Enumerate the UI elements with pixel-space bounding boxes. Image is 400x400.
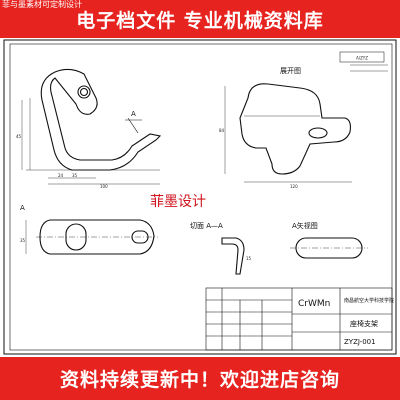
main-view-dimensions (21, 98, 160, 185)
unfold-view (239, 83, 351, 175)
dim-120: 120 (290, 184, 298, 189)
main-view (40, 68, 162, 171)
view-a-marker: A (131, 110, 136, 118)
a-arrow-view (290, 237, 368, 259)
drawing-sheet: A/ZYZ A 35 24 100 45 展开图 (0, 38, 400, 357)
corner-code-box (339, 51, 385, 63)
unfold-view-label: 展开图 (280, 67, 301, 75)
inner-border (9, 43, 393, 351)
school-text: 南昌航空大学科技学院 (344, 297, 394, 304)
dim-100: 100 (100, 184, 108, 189)
dim-15: 15 (246, 256, 252, 261)
corner-watermark: 菲与墨素材可定制设计 (2, 0, 82, 9)
drawing-border (3, 39, 397, 355)
title-block (205, 287, 393, 351)
unfold-dimensions (224, 86, 352, 183)
top-banner: 电子档文件 专业机械资料库 (0, 0, 400, 38)
dim-35: 35 (72, 173, 78, 178)
bottom-banner: 资料持续更新中！欢迎进店咨询 (0, 357, 400, 400)
red-design-watermark: 菲墨设计 (150, 194, 206, 210)
part-name-text: 座椅支架 (350, 319, 378, 328)
a-arrow-view-label: A矢视图 (292, 221, 318, 230)
dim-35b: 35 (20, 238, 26, 243)
dim-45: 45 (16, 134, 22, 139)
drawing-number-text: ZYZJ-001 (344, 338, 376, 346)
engineering-drawing: A/ZYZ A 35 24 100 45 展开图 (3, 39, 397, 355)
section-view (221, 237, 245, 275)
dim-84: 84 (219, 128, 225, 133)
top-banner-text: 电子档文件 专业机械资料库 (76, 9, 324, 32)
view-a-bottom-marker: A (20, 204, 25, 212)
material-text: CrWMn (298, 299, 330, 309)
dim-24: 24 (58, 173, 64, 178)
corner-code: A/ZYZ (356, 56, 368, 61)
section-label: 切面 A—A (190, 222, 223, 230)
top-plate-view (36, 219, 158, 255)
bottom-banner-text: 资料持续更新中！欢迎进店咨询 (59, 369, 340, 391)
